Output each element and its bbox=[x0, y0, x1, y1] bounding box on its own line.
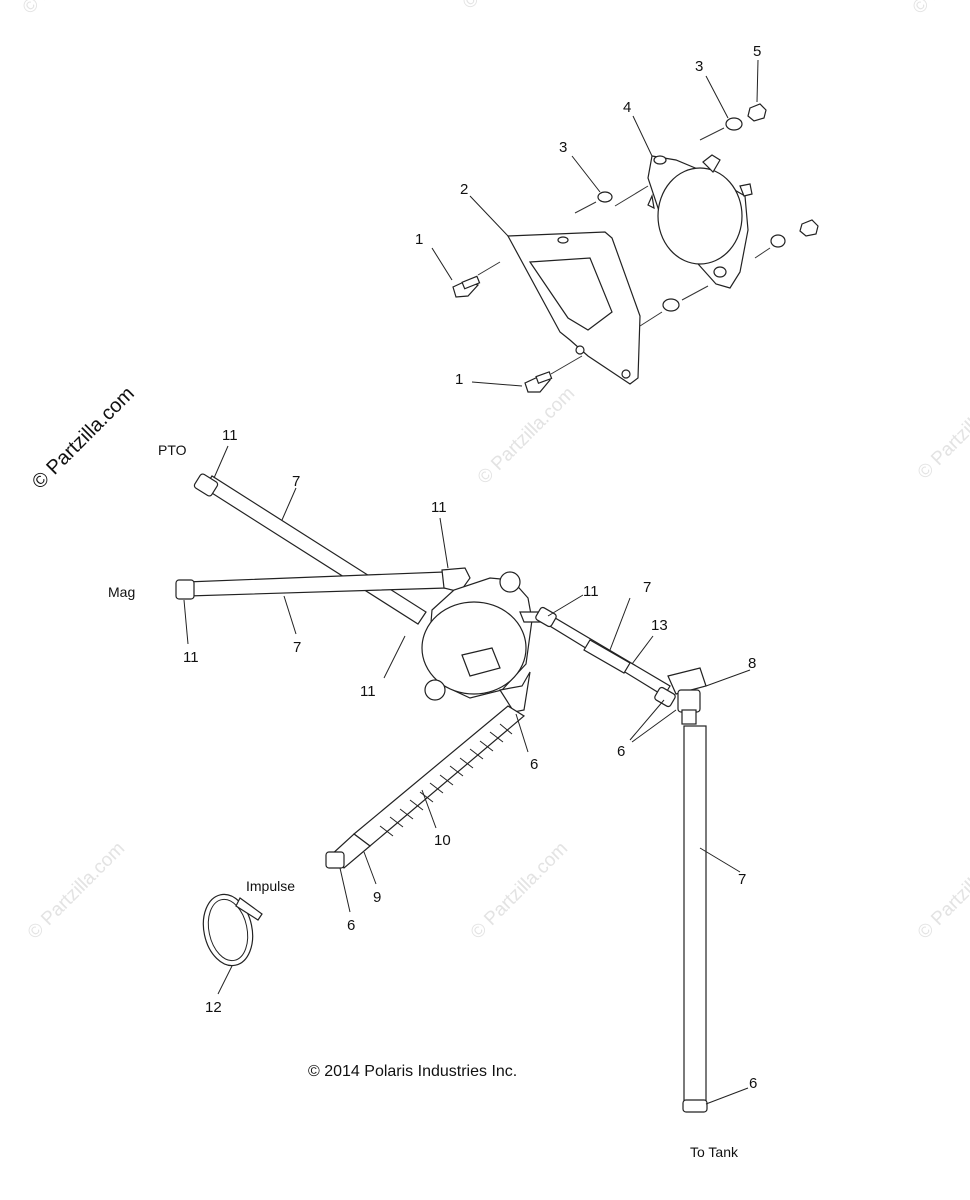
callout-2: 2 bbox=[460, 181, 468, 198]
hose-pto bbox=[193, 473, 427, 625]
copyright-notice: © 2014 Polaris Industries Inc. bbox=[308, 1063, 517, 1080]
caption-impulse: Impulse bbox=[246, 878, 295, 894]
callout-11: 11 bbox=[360, 683, 376, 700]
impulse-pump bbox=[421, 571, 543, 713]
captions: PTO Mag Impulse To Tank bbox=[108, 442, 739, 1160]
hose-impulse bbox=[325, 705, 526, 869]
callout-5: 5 bbox=[753, 43, 761, 60]
callout-6: 6 bbox=[530, 756, 538, 773]
caption-to-tank: To Tank bbox=[690, 1144, 739, 1160]
washer bbox=[662, 298, 680, 312]
mounting-bracket bbox=[507, 231, 641, 385]
callout-11: 11 bbox=[583, 583, 599, 600]
brand-watermark: © Partzilla.com bbox=[28, 383, 139, 494]
watermark-faint: © Partzilla.com bbox=[474, 383, 579, 488]
washer bbox=[725, 117, 743, 131]
callout-8: 8 bbox=[748, 655, 756, 672]
callout-6: 6 bbox=[749, 1075, 757, 1092]
washer bbox=[770, 234, 786, 248]
callout-1: 1 bbox=[455, 371, 463, 388]
callout-6: 6 bbox=[617, 743, 625, 760]
callout-4: 4 bbox=[623, 99, 631, 116]
callout-1: 1 bbox=[415, 231, 423, 248]
watermark-faint: © Partzilla.com bbox=[24, 838, 129, 943]
callouts: 1 1 2 3 3 4 5 11 7 11 11 7 13 8 11 7 11 … bbox=[183, 43, 761, 1092]
callout-13: 13 bbox=[651, 617, 668, 634]
callout-9: 9 bbox=[373, 889, 381, 906]
callout-7: 7 bbox=[293, 639, 301, 656]
hose-outlet bbox=[535, 606, 676, 708]
leader-lines bbox=[183, 59, 759, 1105]
shutoff-valve bbox=[667, 667, 707, 725]
bolt-upper bbox=[452, 275, 481, 298]
callout-7: 7 bbox=[738, 871, 746, 888]
watermark-faint: © Partzilla.com bbox=[19, 0, 124, 19]
callout-11: 11 bbox=[222, 427, 238, 444]
hose-to-tank bbox=[682, 725, 708, 1113]
nut bbox=[747, 103, 767, 122]
fuel-pump bbox=[647, 154, 753, 289]
watermark-faint: © Partzilla.com bbox=[914, 838, 970, 943]
hose-mag bbox=[175, 567, 471, 600]
bolt-lower bbox=[524, 371, 553, 393]
callout-7: 7 bbox=[292, 473, 300, 490]
watermark-faint: © Partzilla.com bbox=[914, 378, 970, 483]
callout-3: 3 bbox=[559, 139, 567, 156]
faint-watermarks: © Partzilla.com © Partzilla.com © Partzi… bbox=[19, 0, 970, 944]
callout-11: 11 bbox=[431, 499, 447, 516]
callout-6: 6 bbox=[347, 917, 355, 934]
callout-7: 7 bbox=[643, 579, 651, 596]
washer bbox=[597, 191, 613, 203]
callout-11: 11 bbox=[183, 649, 199, 666]
callout-3: 3 bbox=[695, 58, 703, 75]
watermark-faint: © Partzilla.com bbox=[459, 0, 564, 14]
watermark-faint: © Partzilla.com bbox=[909, 0, 970, 19]
watermark-faint: © Partzilla.com bbox=[467, 838, 572, 943]
hose-clamp bbox=[202, 893, 263, 967]
callout-12: 12 bbox=[205, 999, 222, 1016]
caption-mag: Mag bbox=[108, 584, 135, 600]
caption-pto: PTO bbox=[158, 442, 187, 458]
callout-10: 10 bbox=[434, 832, 451, 849]
nut bbox=[799, 219, 819, 237]
